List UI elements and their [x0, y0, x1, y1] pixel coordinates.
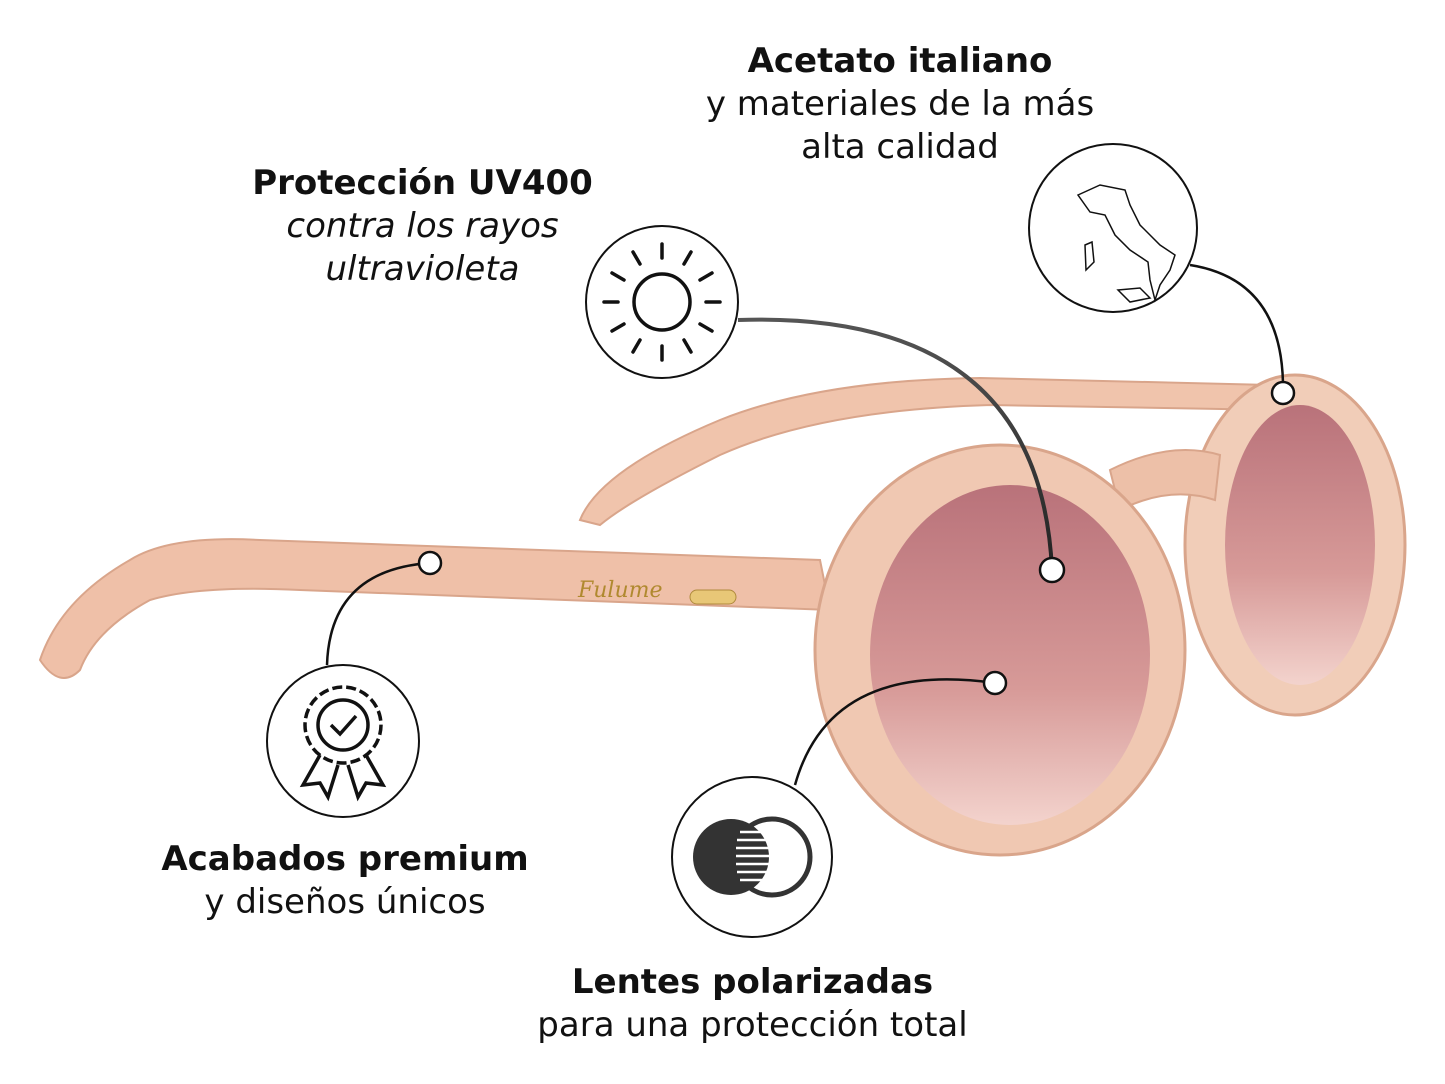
point-premium: [417, 550, 443, 576]
connector-acetate: [1189, 263, 1285, 394]
feature-title: Lentes polarizadas: [571, 962, 934, 1002]
feature-polarized: Lentes polarizadas para una protección t…: [500, 961, 1005, 1047]
point-acetate: [1270, 380, 1296, 406]
left-lens: [870, 485, 1150, 825]
feature-title: Acetato italiano: [747, 41, 1053, 81]
feature-subtitle: y materiales de la más: [705, 84, 1095, 124]
feature-subtitle: para una protección total: [537, 1005, 968, 1045]
hinge-rivet: [689, 589, 737, 605]
bridge: [1108, 449, 1222, 512]
polarized-lens-icon: [671, 776, 833, 938]
connector-premium: [325, 561, 431, 666]
feature-acetate: Acetato italiano y materiales de la más …: [650, 40, 1150, 169]
point-polarized: [982, 670, 1008, 696]
feature-subtitle: y diseños únicos: [204, 882, 486, 922]
feature-subtitle: contra los rayos: [286, 206, 559, 246]
point-uv: [1038, 556, 1066, 584]
feature-subtitle: ultravioleta: [325, 249, 520, 289]
right-lens: [1225, 405, 1375, 685]
feature-title: Acabados premium: [161, 839, 529, 879]
italy-map-icon: [1028, 143, 1198, 313]
brand-logo: Fulume: [577, 578, 663, 603]
connector-uv: [737, 317, 1054, 571]
feature-title: Protección UV400: [252, 163, 593, 203]
sun-icon: [585, 225, 739, 379]
feature-premium: Acabados premium y diseños únicos: [120, 838, 570, 924]
award-badge-icon: [266, 664, 420, 818]
feature-subtitle: alta calidad: [801, 127, 999, 167]
feature-uv400: Protección UV400 contra los rayos ultrav…: [200, 162, 645, 291]
connector-polarized: [793, 678, 996, 786]
near-temple: [38, 538, 832, 679]
